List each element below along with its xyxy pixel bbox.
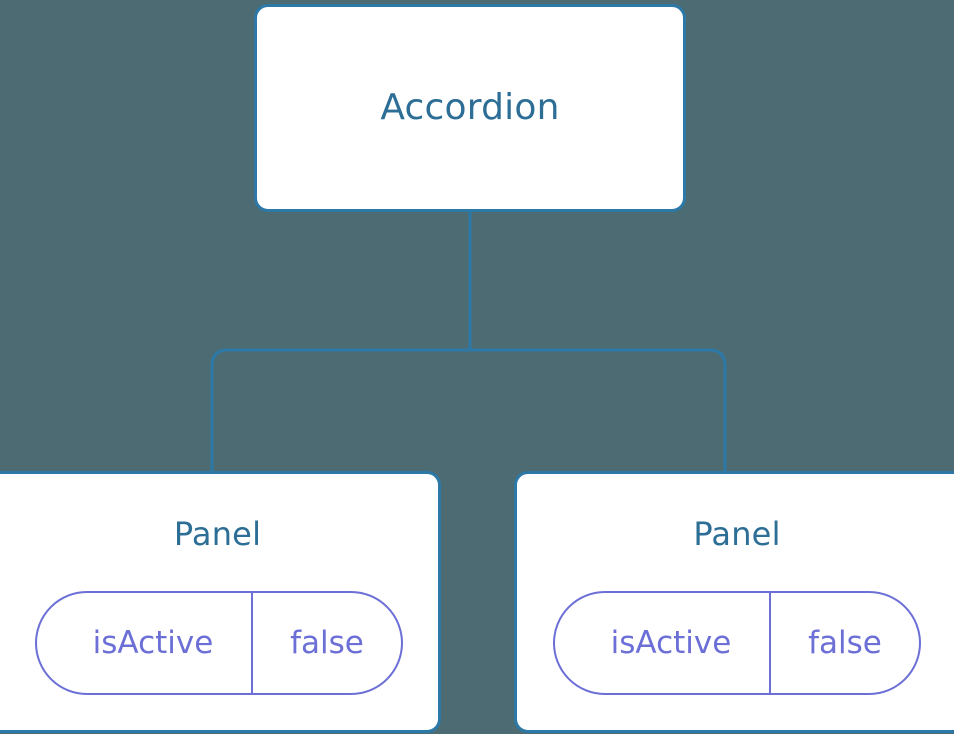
- node-panel-1[interactable]: Panel isActive false: [514, 471, 954, 733]
- node-panel-0-prop-value: false: [251, 593, 401, 693]
- node-panel-0-prop-key: isActive: [92, 624, 214, 661]
- node-panel-0-prop-pill[interactable]: isActive false: [35, 591, 403, 695]
- node-panel-0[interactable]: Panel isActive false: [0, 471, 441, 733]
- node-accordion-title: Accordion: [380, 87, 560, 128]
- connector-branch-left: [210, 348, 470, 474]
- node-panel-1-prop-value: false: [769, 593, 919, 693]
- node-panel-1-prop-key: isActive: [610, 624, 732, 661]
- node-accordion[interactable]: Accordion: [254, 4, 686, 212]
- node-panel-1-prop-pill[interactable]: isActive false: [553, 591, 921, 695]
- node-panel-1-title: Panel: [693, 515, 781, 553]
- node-panel-0-title: Panel: [173, 515, 262, 553]
- connector-branch-right: [470, 348, 727, 474]
